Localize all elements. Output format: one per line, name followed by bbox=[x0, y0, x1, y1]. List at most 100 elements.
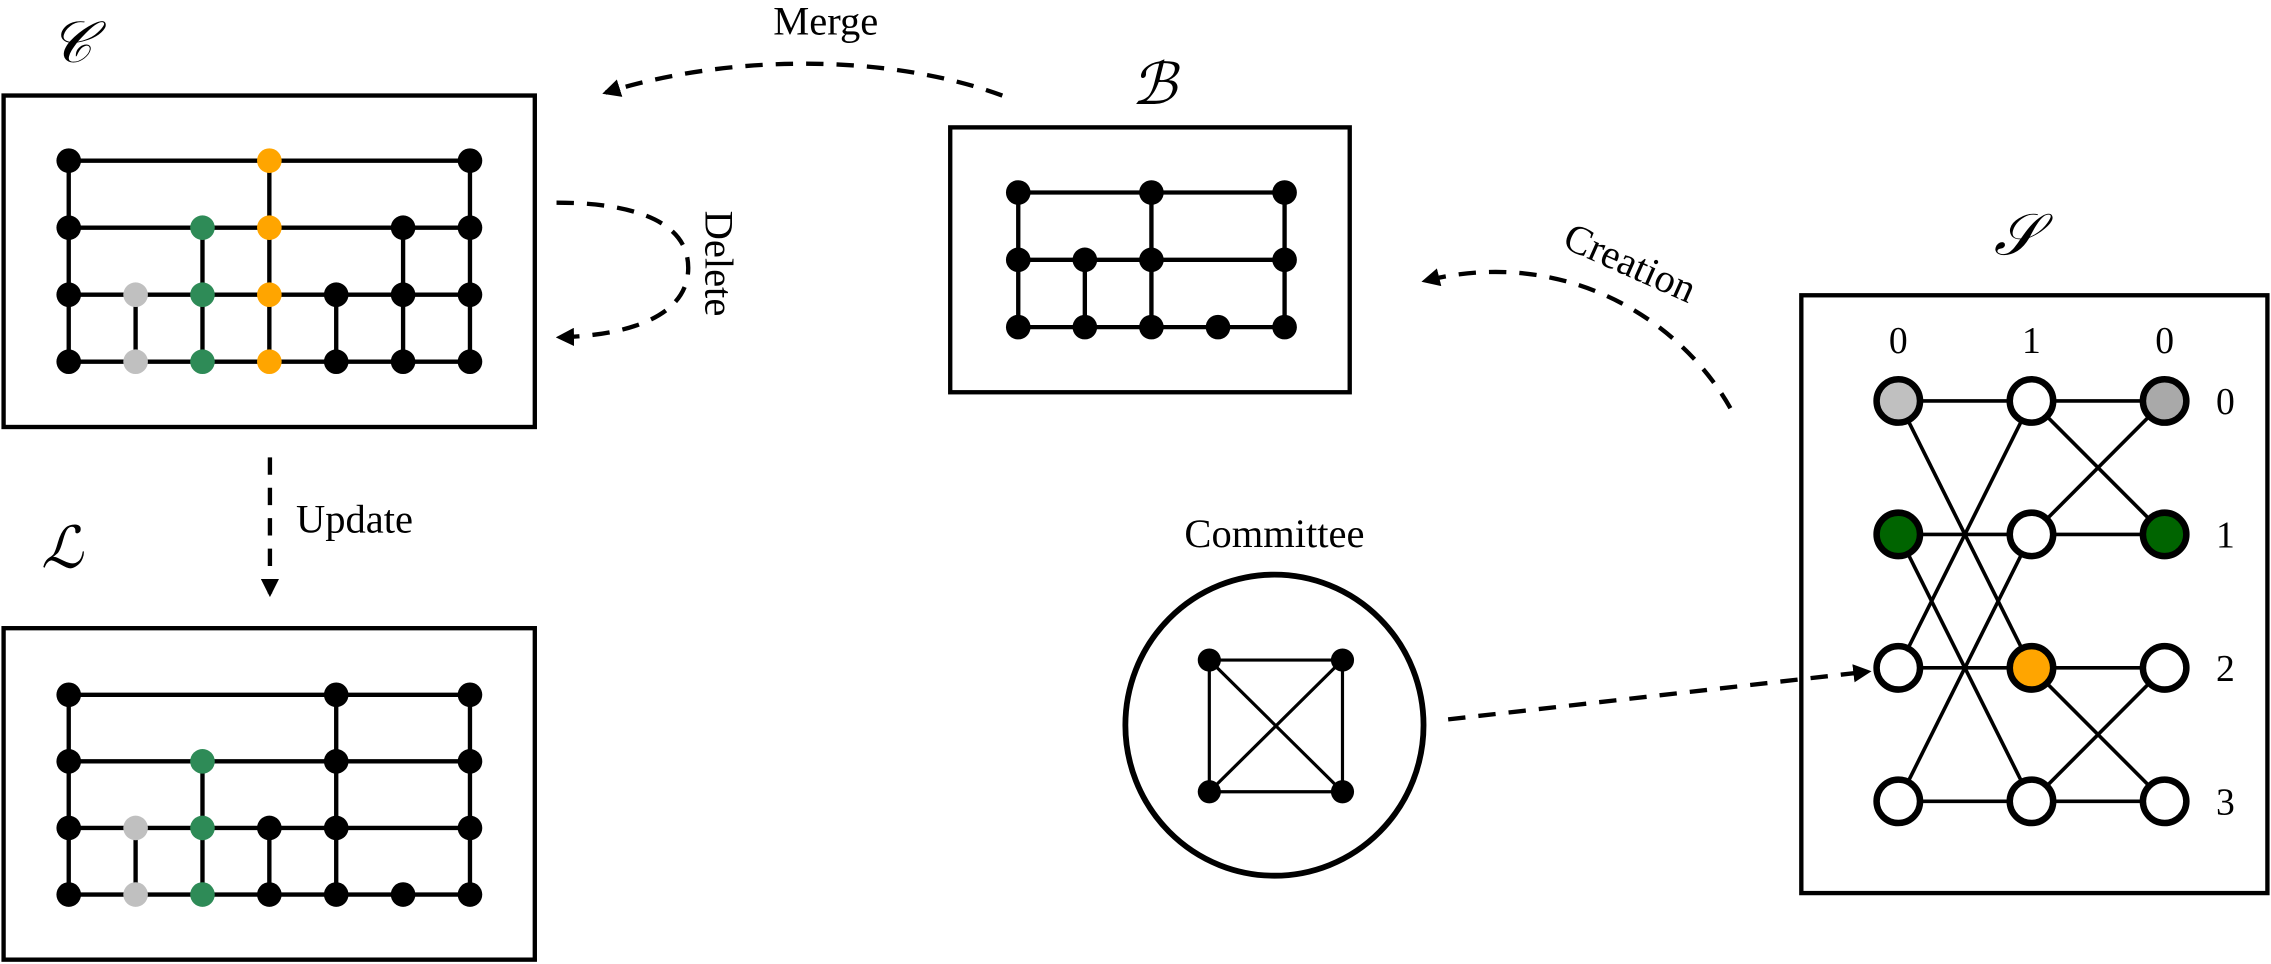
graph-node-gray bbox=[123, 349, 148, 375]
row-label: 2 bbox=[2216, 648, 2235, 690]
butterfly-edge bbox=[2030, 399, 2166, 536]
butterfly-node-white bbox=[2139, 776, 2190, 827]
update-label: Update bbox=[296, 497, 413, 542]
graph-node-black bbox=[1205, 314, 1231, 340]
graph-node-black bbox=[323, 282, 349, 308]
graph-node-black bbox=[457, 815, 483, 841]
panel-c-title: 𝒞 bbox=[50, 8, 107, 76]
merge-label: Merge bbox=[773, 0, 878, 44]
graph-node-black bbox=[323, 349, 349, 375]
panel-b-frame bbox=[948, 125, 1352, 395]
butterfly-node-white bbox=[2139, 642, 2190, 693]
panel-b-title: ℬ bbox=[1131, 50, 1180, 118]
panel-l-title: ℒ bbox=[41, 513, 84, 581]
graph-node-green bbox=[190, 815, 215, 841]
butterfly-node-white bbox=[1873, 642, 1924, 693]
graph-node-black bbox=[457, 282, 483, 308]
panel-l-frame bbox=[1, 626, 537, 962]
graph-node-black bbox=[1005, 180, 1031, 205]
graph-node-orange bbox=[257, 148, 282, 173]
committee: Committee bbox=[1122, 511, 1427, 879]
committee-member-node bbox=[1330, 648, 1355, 672]
graph-node-black bbox=[457, 882, 483, 907]
butterfly-node-white bbox=[2006, 509, 2057, 560]
graph-node-black bbox=[1005, 314, 1031, 340]
merge-arrow bbox=[602, 61, 1004, 98]
butterfly-node-dark_gray bbox=[2139, 375, 2190, 426]
butterfly-node-white bbox=[2006, 375, 2057, 426]
graph-node-black bbox=[390, 349, 416, 375]
graph-node-black bbox=[323, 882, 349, 907]
butterfly-edge bbox=[1896, 533, 2034, 803]
graph-node-black bbox=[390, 215, 416, 240]
row-label: 3 bbox=[2216, 781, 2235, 823]
graph-node-orange bbox=[257, 349, 282, 375]
graph-node-green bbox=[190, 282, 215, 308]
delete-label: Delete bbox=[697, 211, 742, 317]
graph-node-black bbox=[257, 815, 282, 841]
graph-node-orange bbox=[257, 282, 282, 308]
grid-b bbox=[1005, 180, 1297, 340]
graph-node-black bbox=[323, 815, 349, 841]
grid-l bbox=[56, 682, 483, 907]
committee-label: Committee bbox=[1184, 511, 1364, 556]
graph-node-black bbox=[56, 749, 82, 774]
graph-node-black bbox=[323, 682, 349, 708]
row-label: 0 bbox=[2216, 381, 2235, 423]
graph-node-black bbox=[457, 215, 483, 240]
creation-arrow bbox=[1421, 268, 1733, 410]
graph-node-black bbox=[457, 148, 483, 173]
butterfly-node-white bbox=[2006, 776, 2057, 827]
delete-arrow bbox=[555, 200, 691, 347]
graph-node-green bbox=[190, 882, 215, 907]
panel-b: ℬ bbox=[948, 50, 1352, 395]
graph-node-black bbox=[457, 682, 483, 708]
butterfly-node-orange bbox=[2006, 642, 2057, 693]
committee-to-butterfly-arrow bbox=[1447, 664, 1872, 722]
butterfly-edge bbox=[2030, 666, 2166, 803]
graph-node-black bbox=[457, 349, 483, 375]
butterfly-node-gray bbox=[1873, 375, 1924, 426]
graph-node-green bbox=[190, 349, 215, 375]
butterfly-node-white bbox=[1873, 776, 1924, 827]
graph-node-black bbox=[1272, 247, 1297, 273]
panel-s-frame bbox=[1799, 293, 2270, 896]
graph-node-gray bbox=[123, 815, 148, 841]
committee-member-node bbox=[1330, 780, 1355, 804]
row-label: 1 bbox=[2216, 514, 2235, 556]
graph-node-gray bbox=[123, 882, 148, 907]
graph-node-black bbox=[1139, 180, 1164, 205]
graph-node-black bbox=[56, 148, 82, 173]
graph-node-black bbox=[1139, 247, 1164, 273]
graph-node-black bbox=[390, 882, 416, 907]
graph-node-green bbox=[190, 749, 215, 774]
creation-label: Creation bbox=[1557, 214, 1703, 312]
graph-node-black bbox=[1005, 247, 1031, 273]
graph-node-black bbox=[257, 882, 282, 907]
graph-node-orange bbox=[257, 215, 282, 240]
graph-node-gray bbox=[123, 282, 148, 308]
graph-node-black bbox=[56, 282, 82, 308]
graph-node-black bbox=[56, 349, 82, 375]
graph-node-black bbox=[1072, 247, 1098, 273]
graph-node-black bbox=[1272, 314, 1297, 340]
graph-node-black bbox=[56, 882, 82, 907]
committee-member-node bbox=[1197, 780, 1221, 804]
graph-node-black bbox=[56, 682, 82, 708]
graph-node-black bbox=[390, 282, 416, 308]
column-label: 1 bbox=[2022, 320, 2041, 362]
graph-node-black bbox=[1072, 314, 1098, 340]
graph-node-black bbox=[1272, 180, 1297, 205]
panel-c-frame bbox=[1, 93, 537, 430]
butterfly-node-dark_green bbox=[1873, 509, 1924, 560]
butterfly-edge bbox=[1896, 400, 2034, 669]
panel-c: 𝒞 bbox=[1, 8, 537, 430]
committee-edge bbox=[1208, 658, 1344, 793]
graph-node-black bbox=[323, 749, 349, 774]
graph-node-black bbox=[56, 815, 82, 841]
graph-node-black bbox=[56, 215, 82, 240]
committee-member-node bbox=[1197, 648, 1221, 672]
graph-node-black bbox=[457, 749, 483, 774]
butterfly-node-dark_green bbox=[2139, 509, 2190, 560]
